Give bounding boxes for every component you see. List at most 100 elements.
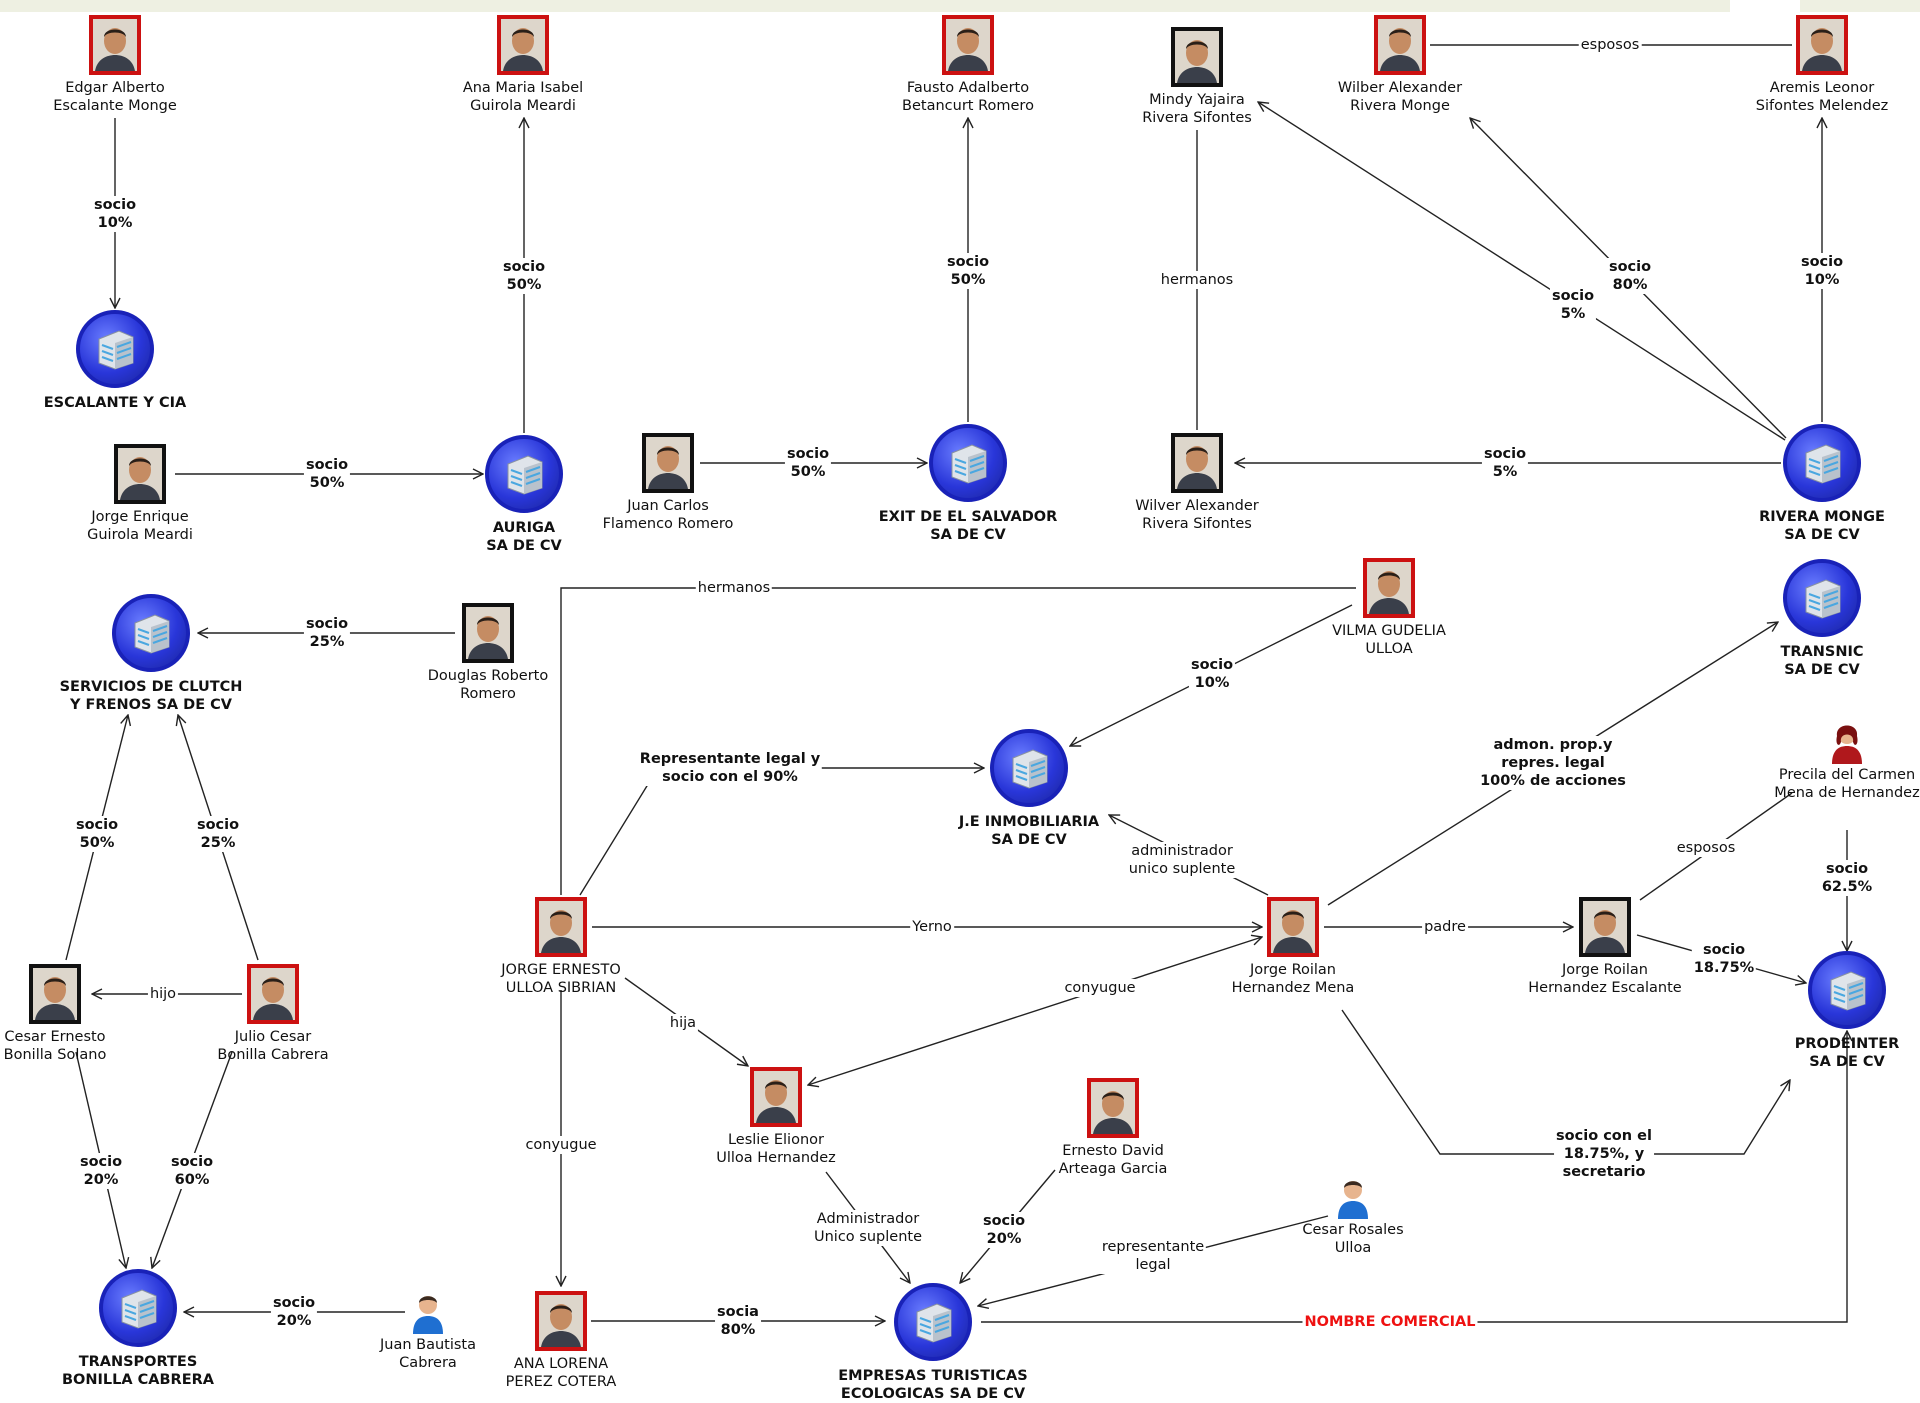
person-photo	[247, 964, 299, 1024]
person-name: Ernesto David Arteaga Garcia	[1058, 1143, 1168, 1177]
person-node-douglas[interactable]: Douglas Roberto Romero	[408, 603, 568, 703]
person-name: Ana Maria Isabel Guirola Meardi	[462, 80, 584, 114]
person-photo	[1267, 897, 1319, 957]
edge-label-ulloa-roilan: Yerno	[910, 918, 954, 936]
building-icon	[99, 1269, 177, 1347]
person-node-vilma[interactable]: VILMA GUDELIA ULLOA	[1309, 558, 1469, 658]
company-node-empresas[interactable]: EMPRESAS TURISTICAS ECOLOGICAS SA DE CV	[823, 1283, 1043, 1403]
person-node-wilver[interactable]: Wilver Alexander Rivera Sifontes	[1117, 433, 1277, 533]
edge-label-precila-esposos: esposos	[1674, 839, 1738, 857]
building-icon	[1783, 559, 1861, 637]
person-node-wilber[interactable]: Wilber Alexander Rivera Monge	[1320, 15, 1480, 115]
person-photo	[29, 964, 81, 1024]
person-photo	[1171, 433, 1223, 493]
person-name: Jorge Roilan Hernandez Escalante	[1528, 962, 1682, 996]
edge-label-roilan-padre: padre	[1422, 918, 1468, 936]
company-name: J.E INMOBILIARIA SA DE CV	[958, 814, 1100, 848]
building-icon	[1808, 951, 1886, 1029]
person-name-cesar-rosales: Cesar Rosales Ulloa	[1302, 1222, 1404, 1256]
company-node-escalante[interactable]: ESCALANTE Y CIA	[5, 310, 225, 412]
male-person-icon[interactable]	[410, 1290, 446, 1338]
edge-label-ernesto-empresas: socio 20%	[980, 1212, 1028, 1248]
person-photo	[535, 1291, 587, 1351]
person-node-jorge-enrique[interactable]: Jorge Enrique Guirola Meardi	[60, 444, 220, 544]
edge-label-vilma-je: socio 10%	[1188, 656, 1236, 692]
company-name: ESCALANTE Y CIA	[43, 395, 187, 411]
edge-label-rm-aremis: socio 10%	[1798, 253, 1846, 289]
edge-label-rhe-prodeinter: socio 18.75%	[1691, 941, 1757, 977]
company-node-je-inmobiliaria[interactable]: J.E INMOBILIARIA SA DE CV	[919, 729, 1139, 849]
building-icon	[112, 594, 190, 672]
edge-roilan-leslie	[808, 937, 1262, 1085]
person-name: Douglas Roberto Romero	[427, 668, 549, 702]
person-photo	[642, 433, 694, 493]
male-person-icon[interactable]	[1335, 1175, 1371, 1223]
person-node-ana-maria[interactable]: Ana Maria Isabel Guirola Meardi	[443, 15, 603, 115]
edge-label-mindy-wilver: hermanos	[1158, 271, 1236, 289]
company-name: TRANSNIC SA DE CV	[1780, 644, 1864, 678]
person-photo	[89, 15, 141, 75]
person-node-cesar-ernesto[interactable]: Cesar Ernesto Bonilla Solano	[0, 964, 135, 1064]
company-node-auriga[interactable]: AURIGA SA DE CV	[414, 435, 634, 555]
person-node-juan-carlos[interactable]: Juan Carlos Flamenco Romero	[588, 433, 748, 533]
edge-label-cesar-clutch: socio 50%	[73, 816, 121, 852]
edge-label-roilan-transnic: admon. prop.y repres. legal 100% de acci…	[1478, 736, 1628, 790]
building-icon	[485, 435, 563, 513]
company-name: EMPRESAS TURISTICAS ECOLOGICAS SA DE CV	[838, 1368, 1028, 1402]
person-node-aremis[interactable]: Aremis Leonor Sifontes Melendez	[1742, 15, 1902, 115]
company-name: SERVICIOS DE CLUTCH Y FRENOS SA DE CV	[59, 679, 243, 713]
female-person-icon[interactable]	[1829, 720, 1865, 768]
company-node-prodeinter[interactable]: PRODEINTER SA DE CV	[1737, 951, 1920, 1071]
person-node-jorge-roilan-hm[interactable]: Jorge Roilan Hernandez Mena	[1213, 897, 1373, 997]
person-photo	[1579, 897, 1631, 957]
person-node-leslie[interactable]: Leslie Elionor Ulloa Hernandez	[696, 1067, 856, 1167]
person-node-fausto[interactable]: Fausto Adalberto Betancurt Romero	[888, 15, 1048, 115]
person-node-jorge-roilan-he[interactable]: Jorge Roilan Hernandez Escalante	[1525, 897, 1685, 997]
edge-label-rosales-empresas: representante legal	[1099, 1238, 1207, 1274]
person-name: JORGE ERNESTO ULLOA SIBRIAN	[501, 962, 621, 996]
edge-label-precila-prodeinter: socio 62.5%	[1819, 860, 1875, 896]
person-photo	[942, 15, 994, 75]
edge-label-douglas-clutch: socio 25%	[303, 615, 351, 651]
edge-label-julio-cesar: hijo	[147, 985, 179, 1003]
person-photo	[750, 1067, 802, 1127]
edge-label-edgar-escalante: socio 10%	[91, 196, 139, 232]
edge-label-ulloa-vilma: hermanos	[695, 579, 773, 597]
building-icon	[76, 310, 154, 388]
person-node-mindy[interactable]: Mindy Yajaira Rivera Sifontes	[1117, 27, 1277, 127]
person-node-edgar[interactable]: Edgar Alberto Escalante Monge	[35, 15, 195, 115]
person-node-julio[interactable]: Julio Cesar Bonilla Cabrera	[193, 964, 353, 1064]
edge-ulloa-vilma	[560, 587, 1356, 895]
building-icon	[990, 729, 1068, 807]
edge-label-wilber-aremis: esposos	[1578, 36, 1642, 54]
person-name: Fausto Adalberto Betancurt Romero	[902, 80, 1034, 114]
edge-label-julio-transportes: socio 60%	[168, 1153, 216, 1189]
company-node-exit[interactable]: EXIT DE EL SALVADOR SA DE CV	[858, 424, 1078, 544]
person-name: Edgar Alberto Escalante Monge	[53, 80, 177, 114]
person-node-ernesto-david[interactable]: Ernesto David Arteaga Garcia	[1033, 1078, 1193, 1178]
person-name: ANA LORENA PEREZ COTERA	[505, 1356, 617, 1390]
edge-label-roilan-leslie: conyugue	[1062, 979, 1138, 997]
person-photo	[1087, 1078, 1139, 1138]
company-node-clutch[interactable]: SERVICIOS DE CLUTCH Y FRENOS SA DE CV	[41, 594, 261, 714]
company-node-transnic[interactable]: TRANSNIC SA DE CV	[1712, 559, 1920, 679]
person-name: Juan Carlos Flamenco Romero	[602, 498, 734, 532]
edge-label-ulloa-leslie: hija	[667, 1014, 699, 1032]
person-photo	[1171, 27, 1223, 87]
edge-label-rm-mindy: socio 5%	[1549, 287, 1597, 323]
person-node-ana-lorena[interactable]: ANA LORENA PEREZ COTERA	[481, 1291, 641, 1391]
person-name-juan-bautista: Juan Bautista Cabrera	[379, 1337, 477, 1371]
person-name: Mindy Yajaira Rivera Sifontes	[1142, 92, 1252, 126]
company-node-transportes[interactable]: TRANSPORTES BONILLA CABRERA	[28, 1269, 248, 1389]
edge-label-roilan-je: administrador unico suplente	[1126, 842, 1238, 878]
person-name: Aremis Leonor Sifontes Melendez	[1755, 80, 1889, 114]
person-photo	[1796, 15, 1848, 75]
company-node-rivera-monge[interactable]: RIVERA MONGE SA DE CV	[1712, 424, 1920, 544]
edge-label-leslie-empresas: Administrador Unico suplente	[812, 1210, 924, 1246]
person-node-jorge-ernesto[interactable]: JORGE ERNESTO ULLOA SIBRIAN	[481, 897, 641, 997]
person-photo	[535, 897, 587, 957]
edge-label-julio-clutch: socio 25%	[194, 816, 242, 852]
person-name: Wilver Alexander Rivera Sifontes	[1135, 498, 1259, 532]
